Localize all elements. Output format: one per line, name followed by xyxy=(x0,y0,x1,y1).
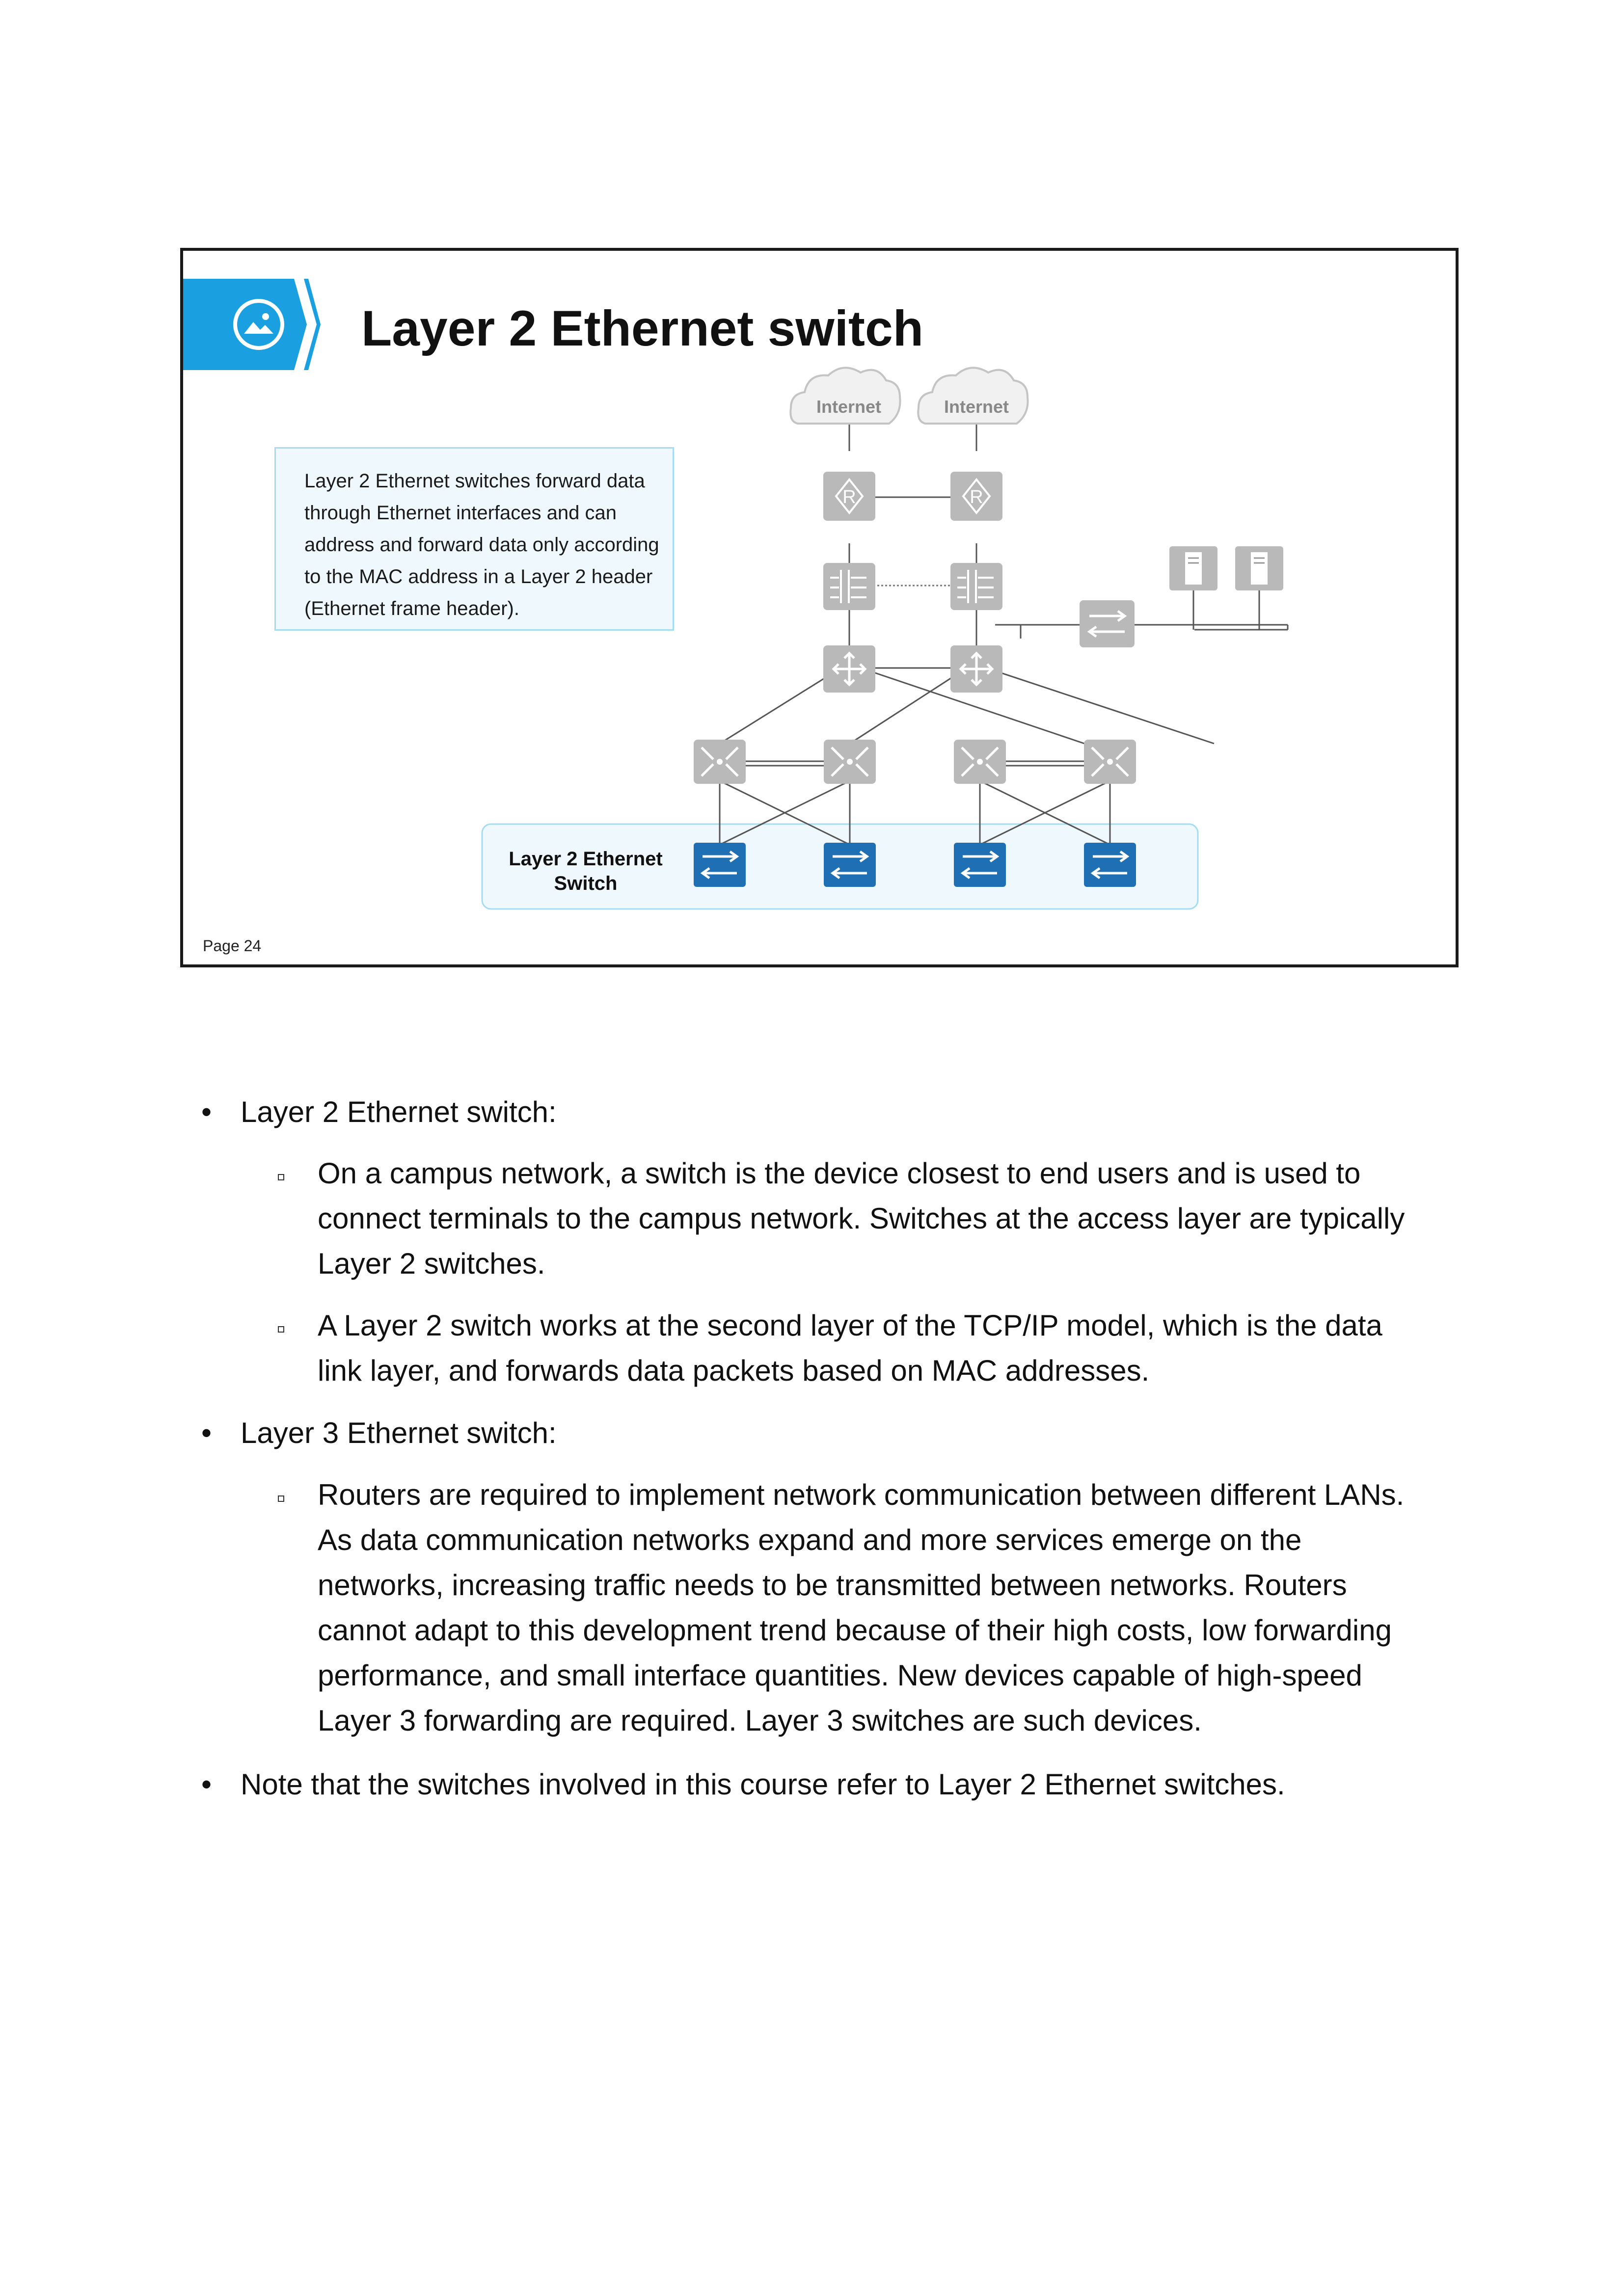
firewall-icon xyxy=(823,563,875,610)
cloud-label: Internet xyxy=(944,397,1009,417)
svg-text:R: R xyxy=(842,487,856,507)
bullet-item: Note that the switches involved in this … xyxy=(241,1762,1285,1807)
sub-bullet-line: performance, and small interface quantit… xyxy=(318,1659,1362,1692)
core-switch-icon xyxy=(950,645,1002,693)
aggregation-switch-icon xyxy=(954,740,1006,784)
bullet-item: Layer 3 Ethernet switch: xyxy=(241,1411,557,1456)
sub-bullet-item: Routers are required to implement networ… xyxy=(318,1472,1404,1743)
links xyxy=(719,420,1289,846)
aggregation-switch-icon xyxy=(824,740,876,784)
sub-bullet-line: Layer 3 forwarding are required. Layer 3… xyxy=(318,1704,1202,1737)
sub-bullet-line: Layer 2 switches. xyxy=(318,1247,545,1280)
bullet-dot: • xyxy=(201,1416,212,1449)
aggregation-switch-icon xyxy=(1084,740,1136,784)
sub-bullet-line: Routers are required to implement networ… xyxy=(318,1478,1405,1511)
layer2-switch-icon xyxy=(694,843,746,887)
router-icon: R xyxy=(823,472,875,521)
sub-bullet-line: connect terminals to the campus network.… xyxy=(318,1202,1405,1235)
sub-bullet-line: link layer, and forwards data packets ba… xyxy=(318,1354,1150,1387)
callout-line: address and forward data only according xyxy=(304,534,659,556)
layer2-switch-icon xyxy=(1084,843,1136,887)
firewall-icon xyxy=(950,563,1002,610)
sub-bullet-line: A Layer 2 switch works at the second lay… xyxy=(318,1309,1382,1342)
sub-bullet-marker xyxy=(278,1495,284,1502)
network-diagram: Internet Internet R R xyxy=(481,367,1289,910)
slide-frame: Layer 2 Ethernet switch Layer 2 Ethernet… xyxy=(180,248,1459,967)
sub-bullet-marker xyxy=(278,1174,284,1180)
title-banner xyxy=(183,279,321,370)
cloud-icon: Internet xyxy=(917,367,1029,425)
switch-icon xyxy=(1080,600,1135,647)
bullet-dot: • xyxy=(201,1095,212,1128)
callout-line: through Ethernet interfaces and can xyxy=(304,502,617,524)
sub-bullet-item: On a campus network, a switch is the dev… xyxy=(318,1151,1405,1286)
sub-bullet-line: networks, increasing traffic needs to be… xyxy=(318,1569,1347,1602)
layer2-label: Layer 2 Ethernet xyxy=(509,848,662,870)
layer2-switch-icon xyxy=(824,843,876,887)
cloud-label: Internet xyxy=(816,397,881,417)
server-icon xyxy=(1169,546,1217,590)
layer2-label: Switch xyxy=(554,873,618,894)
bullet-dot: • xyxy=(201,1768,212,1801)
sub-bullet-item: A Layer 2 switch works at the second lay… xyxy=(318,1303,1382,1393)
image-icon xyxy=(233,299,284,350)
server-icon xyxy=(1235,546,1283,590)
sub-bullet-line: cannot adapt to this development trend b… xyxy=(318,1614,1392,1647)
page-number: Page 24 xyxy=(203,937,262,955)
callout-line: Layer 2 Ethernet switches forward data xyxy=(304,470,645,492)
callout-line: (Ethernet frame header). xyxy=(304,598,519,619)
layer2-switch-icon xyxy=(954,843,1006,887)
router-icon: R xyxy=(950,472,1002,521)
callout-box: Layer 2 Ethernet switches forward data t… xyxy=(274,447,674,631)
svg-text:R: R xyxy=(970,487,983,507)
slide-title: Layer 2 Ethernet switch xyxy=(361,300,924,356)
core-switch-icon xyxy=(823,645,875,693)
aggregation-switch-icon xyxy=(694,740,746,784)
bullet-item: Layer 2 Ethernet switch: xyxy=(241,1090,557,1135)
bullet-text: Layer 2 Ethernet switch: xyxy=(241,1095,557,1128)
sub-bullet-line: As data communication networks expand an… xyxy=(318,1523,1302,1556)
sub-bullet-marker xyxy=(278,1326,284,1333)
bullet-text: Layer 3 Ethernet switch: xyxy=(241,1416,557,1449)
bullet-text: Note that the switches involved in this … xyxy=(241,1768,1285,1801)
cloud-icon: Internet xyxy=(789,367,901,425)
sub-bullet-line: On a campus network, a switch is the dev… xyxy=(318,1157,1361,1190)
callout-line: to the MAC address in a Layer 2 header xyxy=(304,566,653,587)
